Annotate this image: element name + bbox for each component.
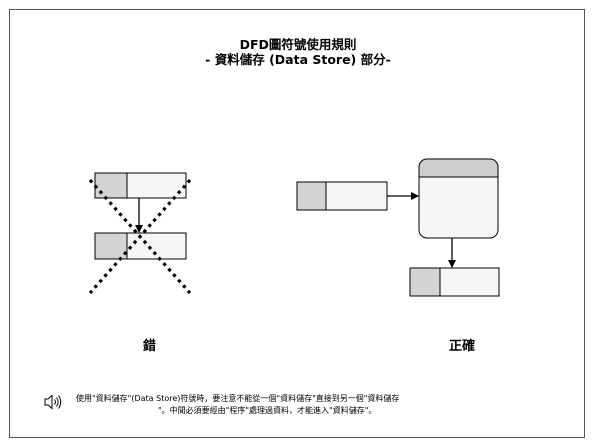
speaker-icon[interactable] [44, 394, 62, 410]
note-line-2: "。中間必須要經由"程序"處理過資料，才能進入"資料儲存"。 [158, 406, 377, 415]
note-text: 使用"資料儲存"(Data Store)符號時，要注意不能從一個"資料儲存"直接… [76, 393, 566, 417]
process-box [418, 158, 499, 239]
cross-line-b [88, 178, 192, 295]
page-subtitle: - 資料儲存 (Data Store) 部分- [205, 52, 391, 67]
wrong-example [88, 172, 192, 295]
label-correct: 正確 [449, 339, 476, 354]
note-line-1: 使用"資料儲存"(Data Store)符號時，要注意不能從一個"資料儲存"直接… [76, 394, 400, 403]
right-example [296, 158, 500, 297]
slide: DFD圖符號使用規則 - 資料儲存 (Data Store) 部分- [9, 9, 585, 438]
label-wrong: 錯 [143, 339, 157, 354]
data-store-source [296, 181, 388, 211]
page-title: DFD圖符號使用規則 [239, 37, 357, 52]
data-store-bottom [94, 232, 187, 260]
data-store-top [94, 172, 187, 199]
dfd-diagram [88, 158, 500, 297]
data-store-target [409, 267, 500, 297]
